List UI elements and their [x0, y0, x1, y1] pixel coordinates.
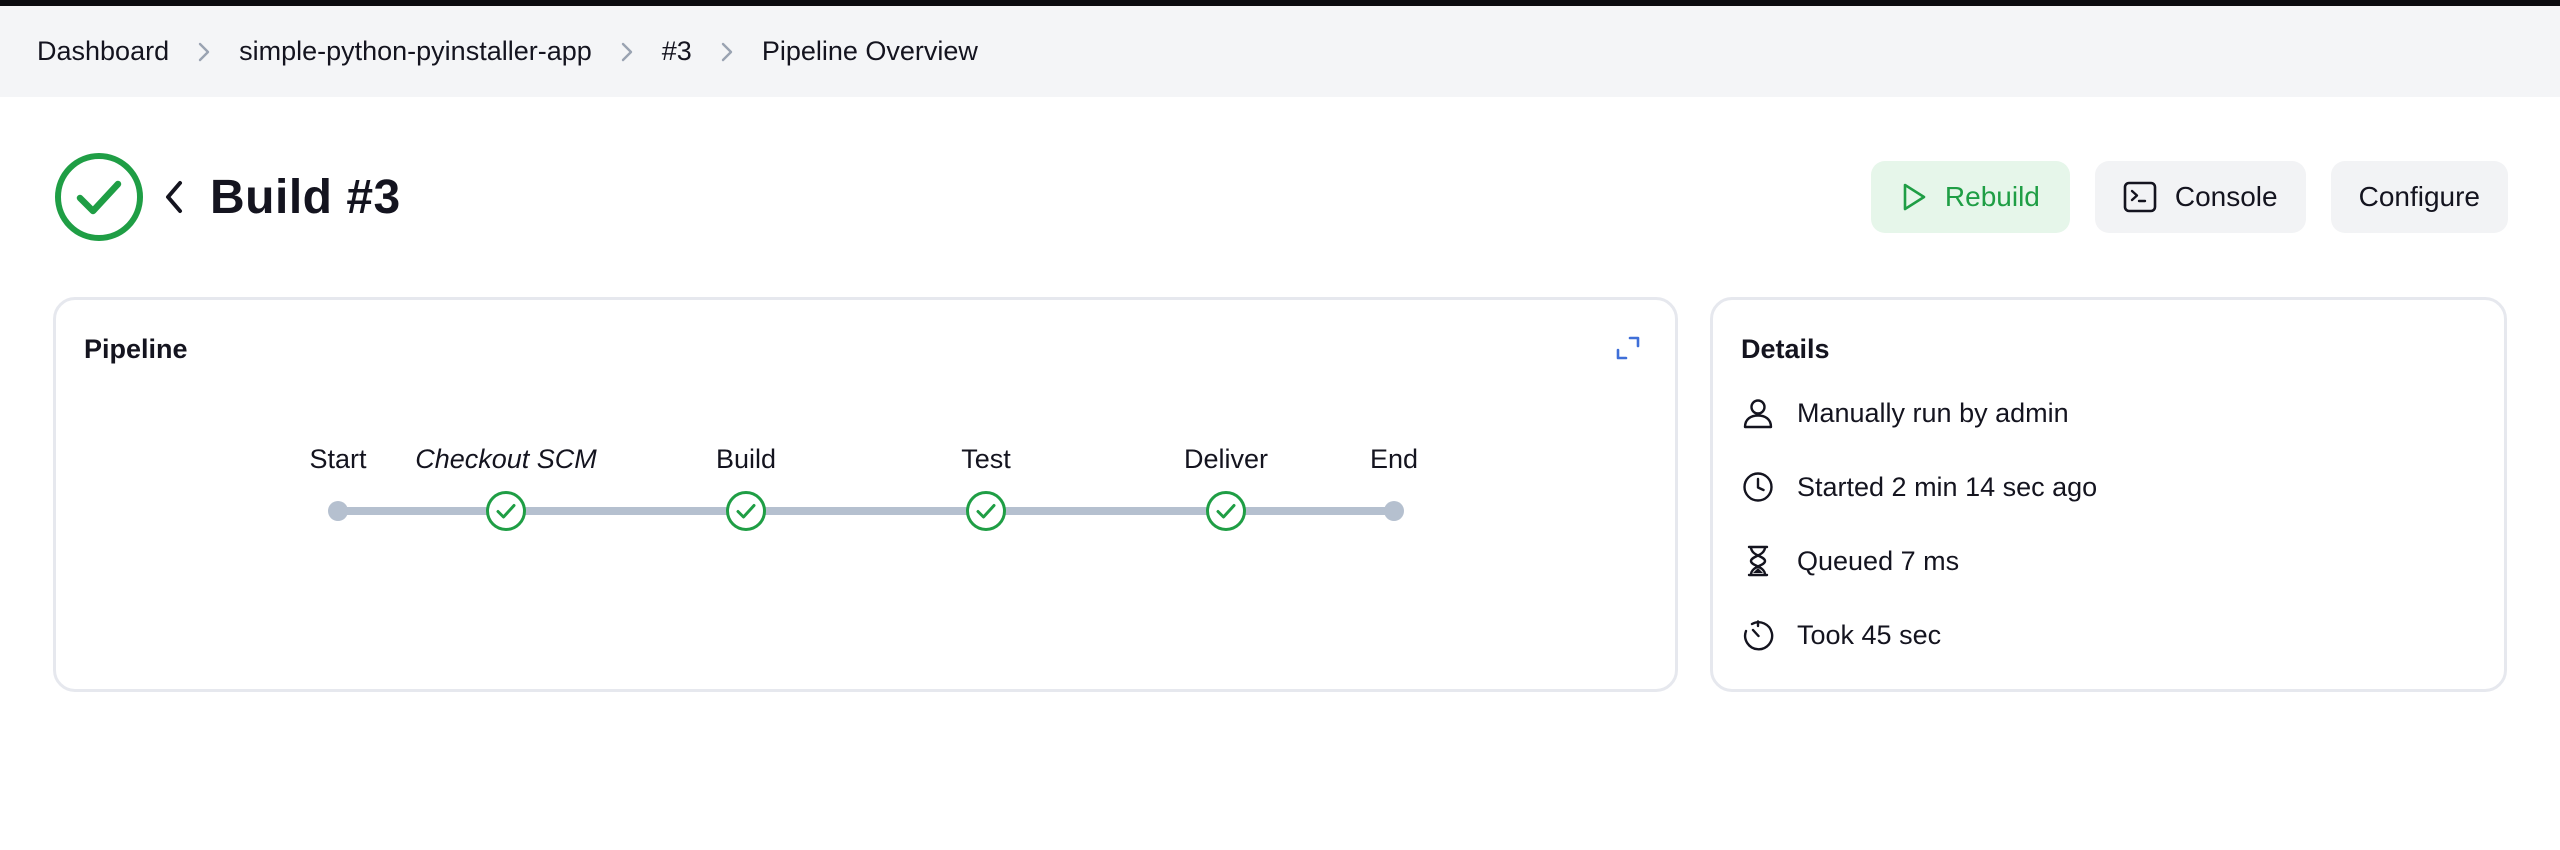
stage-deliver-success-icon[interactable]	[1205, 490, 1247, 532]
page-title: Build #3	[210, 170, 401, 224]
console-button[interactable]: Console	[2094, 161, 2306, 233]
chevron-right-icon	[692, 32, 762, 72]
console-label: Console	[2174, 181, 2278, 212]
build-header: Build #3	[54, 151, 401, 243]
stage-label-deliver: Deliver	[1183, 444, 1269, 474]
stage-label-test: Test	[961, 444, 1011, 474]
stage-label-build: Build	[715, 444, 777, 474]
terminal-icon	[2123, 181, 2157, 213]
pipeline-end-node	[1384, 501, 1404, 521]
rebuild-label: Rebuild	[1944, 181, 2040, 212]
configure-button[interactable]: Configure	[2330, 161, 2508, 233]
breadcrumb-job[interactable]: simple-python-pyinstaller-app	[239, 36, 592, 66]
configure-label: Configure	[2358, 181, 2480, 212]
breadcrumb: Dashboard simple-python-pyinstaller-app …	[0, 6, 2560, 97]
breadcrumb-dashboard[interactable]: Dashboard	[37, 36, 170, 66]
check-circle-icon	[55, 153, 143, 241]
started-text: Started 2 min 14 sec ago	[1797, 471, 2098, 502]
pipeline-graph: Start Checkout SCM Build Test Deliver En…	[56, 300, 1675, 689]
stage-build-success-icon[interactable]	[725, 490, 767, 532]
user-icon	[1743, 399, 1773, 429]
breadcrumb-build[interactable]: #3	[661, 36, 692, 66]
detail-started: Started 2 min 14 sec ago	[1741, 470, 2097, 504]
clock-icon	[1743, 472, 1773, 502]
detail-queued: Queued 7 ms	[1741, 544, 1959, 578]
pipeline-card: Pipeline Start Checkout SCM Build Test D…	[53, 297, 1678, 692]
queued-text: Queued 7 ms	[1797, 545, 1960, 576]
details-card: Details Manually run by admin Started 2 …	[1710, 297, 2507, 692]
pipeline-title: Pipeline	[84, 334, 188, 364]
stage-label-checkout-scm: Checkout SCM	[415, 444, 597, 474]
play-icon	[1903, 183, 1926, 211]
detail-run-by: Manually run by admin	[1741, 396, 2069, 430]
stage-label-start: Start	[309, 444, 367, 474]
details-title: Details	[1741, 334, 1830, 364]
hourglass-icon	[1747, 545, 1769, 577]
stage-checkout-scm-success-icon[interactable]	[485, 490, 527, 532]
expand-icon[interactable]	[1615, 335, 1641, 361]
pipeline-track	[338, 507, 1398, 515]
breadcrumb-current: Pipeline Overview	[761, 36, 978, 66]
build-actions: Rebuild Console Configure	[1870, 161, 2508, 233]
top-border	[0, 0, 2560, 6]
detail-took: Took 45 sec	[1741, 618, 1941, 652]
chevron-left-icon[interactable]	[156, 175, 192, 219]
pipeline-start-node	[328, 501, 348, 521]
run-by-text: Manually run by admin	[1797, 397, 2069, 428]
stage-test-success-icon[interactable]	[965, 490, 1007, 532]
rebuild-button[interactable]: Rebuild	[1870, 161, 2070, 233]
took-text: Took 45 sec	[1797, 619, 1942, 650]
chevron-right-icon	[169, 32, 239, 72]
stage-label-end: End	[1369, 444, 1419, 474]
chevron-right-icon	[592, 32, 662, 72]
timer-icon	[1743, 620, 1774, 651]
